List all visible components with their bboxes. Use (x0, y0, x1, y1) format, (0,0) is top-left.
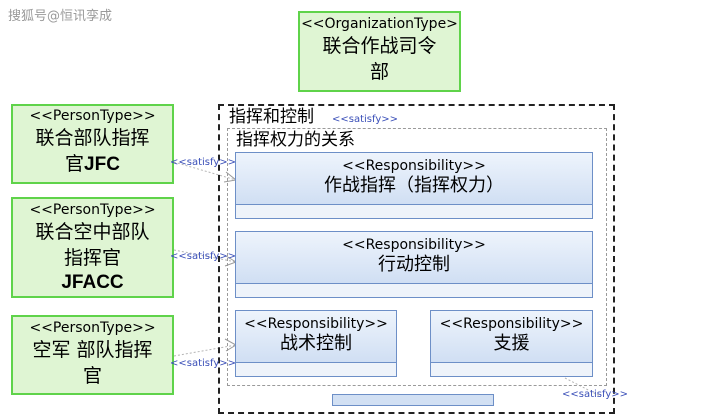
person-title-line2-text: 官 (65, 153, 85, 175)
person-stereotype: <<PersonType>> (29, 202, 156, 218)
person-title-line1: 空军 部队指挥 (32, 339, 153, 361)
organization-title-line1: 联合作战司令 (322, 35, 437, 57)
command-authority-frame-title: 指挥权力的关系 (236, 130, 355, 150)
person-stereotype: <<PersonType>> (29, 320, 156, 336)
watermark: 搜狐号@恒讯孪成 (8, 9, 113, 24)
person-title-line1: 联合部队指挥 (35, 127, 150, 149)
responsibility-compartment (236, 362, 396, 376)
person-abbr: JFC (84, 154, 120, 175)
responsibility-stereotype: <<Responsibility>> (342, 158, 486, 174)
person-title-line2: 指挥官 (63, 247, 121, 269)
responsibility-box-combatant-command[interactable]: <<Responsibility>> 作战指挥（指挥权力） (235, 152, 593, 219)
satisfy-label-jfacc: <<satisfy>> (170, 251, 237, 262)
responsibility-title: 支援 (493, 333, 530, 354)
responsibility-compartment (236, 204, 592, 218)
responsibility-title: 行动控制 (378, 254, 450, 275)
command-control-frame-title: 指挥和控制 (229, 107, 314, 127)
responsibility-box-tactical-control[interactable]: <<Responsibility>> 战术控制 (235, 310, 397, 377)
person-title-line2: 官 (82, 365, 102, 387)
person-abbr: JFACC (61, 272, 124, 293)
frame-satisfy-label: <<satisfy>> (332, 114, 399, 125)
person-box-jfacc[interactable]: <<PersonType>> 联合空中部队 指挥官 JFACC (11, 197, 174, 298)
responsibility-box-support[interactable]: <<Responsibility>> 支援 (430, 310, 593, 377)
connector-jfacc (173, 249, 237, 263)
satisfy-label-air-force: <<satisfy>> (170, 358, 237, 369)
command-authority-frame[interactable] (227, 128, 607, 386)
connector-af (173, 344, 237, 357)
connector-bottom (564, 377, 601, 397)
person-title-line2: 官JFC (13, 151, 172, 178)
person-stereotype: <<PersonType>> (29, 108, 156, 124)
responsibility-box-partial[interactable] (332, 394, 494, 406)
person-title-line1: 联合空中部队 (35, 221, 150, 243)
responsibility-compartment (431, 362, 592, 376)
connector-layer (173, 161, 601, 397)
person-box-air-force[interactable]: <<PersonType>> 空军 部队指挥 官 (11, 315, 174, 395)
responsibility-title: 作战指挥（指挥权力） (324, 175, 504, 196)
responsibility-compartment (236, 283, 592, 297)
organization-stereotype: <<OrganizationType> (301, 16, 458, 32)
organization-box[interactable]: <<OrganizationType> 联合作战司令 部 (298, 11, 461, 92)
responsibility-stereotype: <<Responsibility>> (244, 316, 388, 332)
responsibility-title: 战术控制 (280, 333, 352, 354)
person-box-jfc[interactable]: <<PersonType>> 联合部队指挥 官JFC (11, 104, 174, 184)
responsibility-stereotype: <<Responsibility>> (342, 237, 486, 253)
organization-title-line2: 部 (369, 61, 389, 83)
responsibility-box-operational-control[interactable]: <<Responsibility>> 行动控制 (235, 231, 593, 298)
connector-jfc (173, 161, 237, 181)
satisfy-label-jfc: <<satisfy>> (170, 157, 237, 168)
satisfy-label-bottom: <<satisfy>> (562, 389, 629, 400)
responsibility-stereotype: <<Responsibility>> (439, 316, 584, 332)
